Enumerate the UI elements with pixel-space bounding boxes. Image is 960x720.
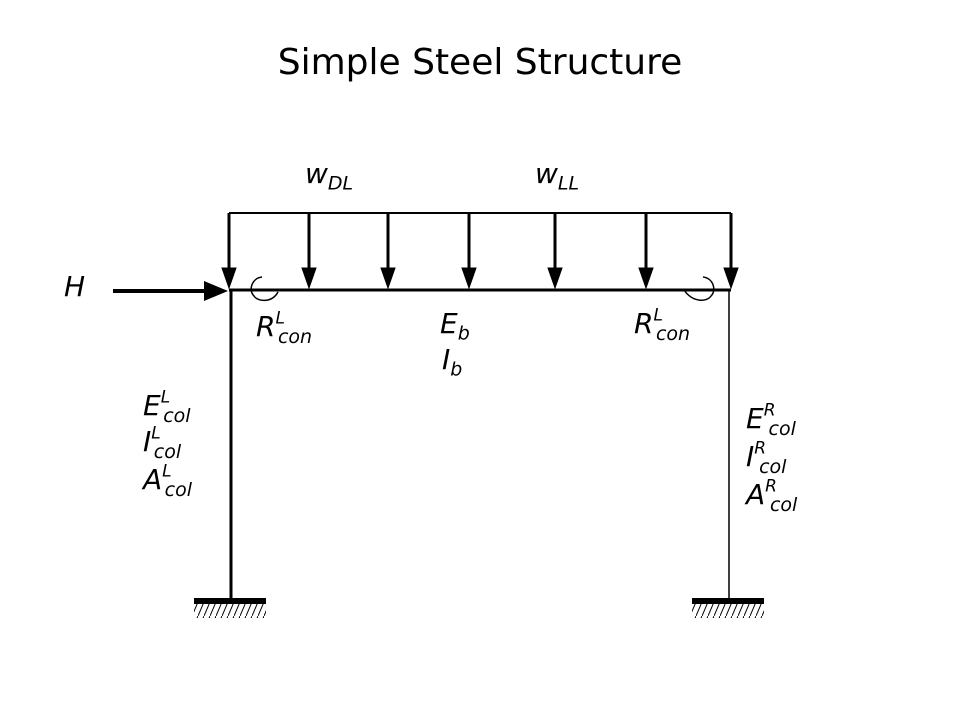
- right-column-modulus-label: ERcol: [746, 400, 796, 440]
- live-load-label: wLL: [535, 157, 580, 195]
- beam-inertia-label: Ib: [442, 343, 463, 381]
- right-fixed-support: [692, 598, 764, 618]
- diagram-title: Simple Steel Structure: [277, 42, 683, 83]
- right-column-area-label: ARcol: [746, 476, 798, 516]
- left-column-modulus-label: ELcol: [143, 387, 191, 427]
- right-connection-spring: [683, 276, 715, 301]
- load-arrow: [638, 213, 654, 290]
- load-arrows: [221, 213, 739, 290]
- right-column-inertia-label: IRcol: [746, 438, 787, 478]
- load-arrow: [380, 213, 396, 290]
- left-column-area-label: ALcol: [143, 461, 192, 501]
- left-connection-label: RLcon: [256, 308, 313, 348]
- load-arrow: [723, 213, 739, 290]
- horizontal-load-arrow: [113, 281, 228, 301]
- horizontal-load-label: H: [64, 270, 86, 303]
- right-connection-label: RLcon: [634, 305, 691, 345]
- load-arrow: [461, 213, 477, 290]
- left-column-inertia-label: ILcol: [143, 423, 182, 463]
- load-arrow: [221, 213, 237, 290]
- load-arrow: [547, 213, 563, 290]
- dead-load-label: wDL: [305, 157, 354, 195]
- load-arrow: [301, 213, 317, 290]
- left-connection-spring: [250, 276, 279, 302]
- beam-modulus-label: Eb: [440, 307, 470, 345]
- left-fixed-support: [194, 598, 266, 618]
